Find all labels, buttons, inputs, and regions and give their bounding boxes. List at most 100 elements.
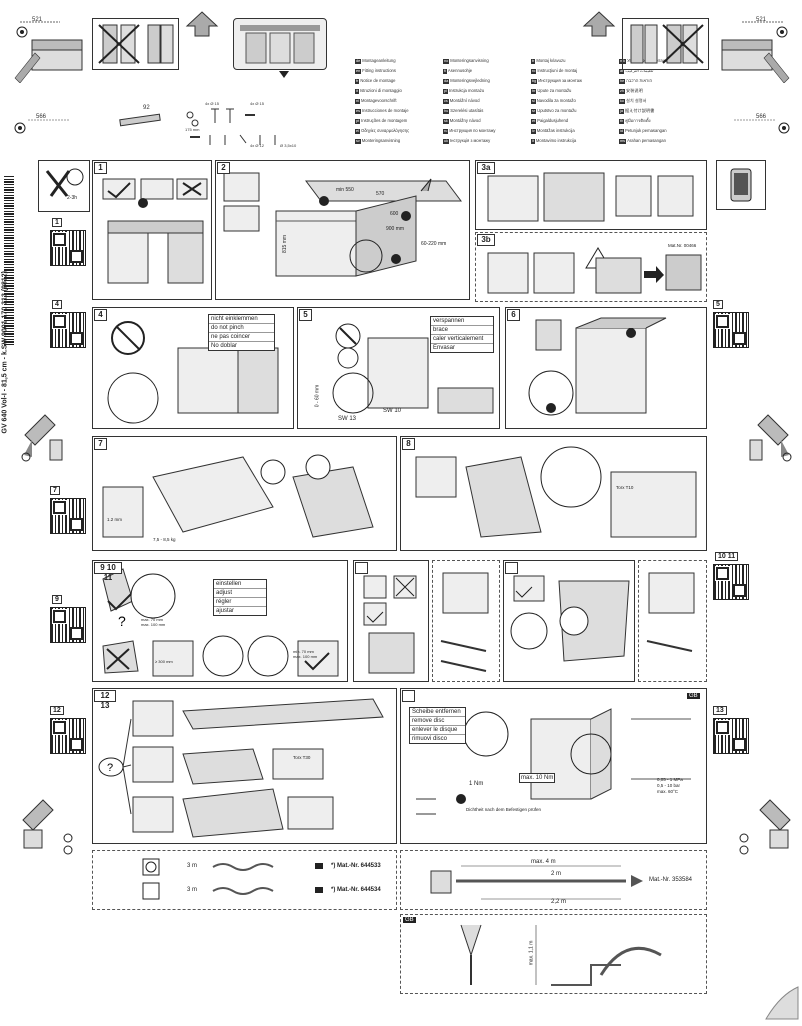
step2-dim-570: 570 bbox=[376, 191, 385, 197]
hose-max-length: max. 4 m bbox=[531, 859, 556, 865]
panel-number-12: 12 13 bbox=[94, 690, 116, 710]
panel-step-1: 1 bbox=[92, 160, 212, 300]
language-title: Montavimo instrukcija bbox=[535, 138, 577, 143]
top-left-cabinet-diagram: 521 bbox=[10, 8, 90, 84]
language-code: ja bbox=[619, 109, 624, 114]
panel-number-5: 5 bbox=[299, 309, 312, 321]
language-code: sl bbox=[531, 99, 536, 104]
panel-number-8: 8 bbox=[402, 438, 415, 450]
qr-code-5[interactable] bbox=[713, 312, 749, 348]
panel-number-4: 4 bbox=[94, 309, 107, 321]
temperature-max: max. 60°C bbox=[657, 789, 679, 794]
remove-line-de: Scheibe entfernen bbox=[410, 708, 465, 717]
language-title: הוראות הרכבה bbox=[626, 78, 653, 83]
svg-text:?: ? bbox=[107, 762, 113, 774]
panel-number-7: 7 bbox=[94, 438, 107, 450]
panel-number-11 bbox=[505, 562, 518, 574]
qr-code-1011[interactable] bbox=[713, 564, 749, 600]
step2-dim-min550: min 550 bbox=[336, 187, 354, 193]
step9-dim300: ≥ 300 mm bbox=[155, 659, 173, 664]
drill-bottom-left-icon bbox=[18, 790, 83, 860]
brace-option-fr: caler verticalement bbox=[431, 335, 493, 344]
language-code: tr bbox=[531, 59, 536, 64]
language-title: Montaj kılavuzu bbox=[536, 58, 566, 63]
torque-label: 1 Nm bbox=[469, 781, 484, 787]
qr-label-1: 1 bbox=[52, 218, 62, 227]
gb2-badge: GB bbox=[403, 917, 416, 923]
language-code: id bbox=[619, 129, 624, 134]
gb-drain-panel: GB max. 1,1 m bbox=[400, 914, 707, 994]
drill-right-icon bbox=[728, 395, 793, 475]
panel-step-6: 6 bbox=[505, 307, 707, 429]
language-code: da bbox=[443, 79, 450, 84]
qr-label-5: 5 bbox=[713, 300, 723, 309]
language-code: hr bbox=[531, 89, 537, 94]
qr-label-1011: 10 11 bbox=[715, 552, 739, 561]
language-code: lv bbox=[531, 129, 536, 134]
timer-label: 2-3h bbox=[67, 195, 78, 201]
qr-code-1[interactable] bbox=[50, 230, 86, 266]
language-title: Montagevoorschrift bbox=[360, 98, 397, 103]
panel-step-3b: 3b Mat.Nr. 00466 bbox=[475, 232, 707, 302]
qr-code-678[interactable] bbox=[50, 498, 86, 534]
language-title: Instrucţiuni de montaj bbox=[537, 68, 578, 73]
part-dim-175: 175 mm bbox=[185, 127, 200, 132]
barcode bbox=[4, 175, 14, 345]
panel-number-10a bbox=[355, 562, 368, 574]
qr-code-12[interactable] bbox=[50, 718, 86, 754]
panel-step-12: 12 13 ? Torx T30 bbox=[92, 688, 397, 844]
adjust-line-de: einstellen bbox=[214, 580, 266, 589]
panel-step-3a: 3a bbox=[475, 160, 707, 230]
parts-overview: 92 175 mm 4x Ø 15 4x Ø 15 4x Ø 12 Ø 3,5x… bbox=[105, 95, 345, 155]
language-code: zh bbox=[619, 89, 626, 94]
step2-dim-60-220: 60-220 mm bbox=[421, 241, 447, 247]
language-code: et bbox=[531, 119, 537, 124]
language-title: Інструкція з монтажу bbox=[450, 138, 491, 143]
product-code-vertical: GV 640 Vol-I - 81,5 cm - k.SW 9001 170 3… bbox=[1, 270, 9, 434]
remove-line-it: rimuovi disco bbox=[412, 736, 448, 742]
sw10-label: SW 10 bbox=[383, 408, 402, 414]
panel-number-13 bbox=[402, 690, 415, 702]
part-dim-d: Ø 3,5x10 bbox=[280, 143, 297, 148]
cable2-length: 3 m bbox=[187, 887, 198, 893]
page-curl-corner bbox=[760, 985, 800, 1026]
dim-521-right: 521 bbox=[756, 17, 767, 23]
panel-step-10-left bbox=[353, 560, 429, 682]
drill-left-icon bbox=[20, 395, 85, 475]
max-torque-label: max. 10 Nm bbox=[519, 773, 556, 783]
dim-521-left: 521 bbox=[32, 17, 43, 23]
qr-label-13: 13 bbox=[713, 706, 727, 715]
qr-code-4[interactable] bbox=[50, 312, 86, 348]
up-arrow-right-icon bbox=[582, 10, 616, 43]
language-code: fi bbox=[443, 69, 447, 74]
qr-label-9: 9 bbox=[52, 595, 62, 604]
language-title: Monteringsvejledning bbox=[450, 78, 490, 83]
language-code: th bbox=[619, 119, 625, 124]
qr-code-9[interactable] bbox=[50, 607, 86, 643]
warning-line-es: No doblar bbox=[211, 343, 238, 349]
step2-dim-815: 815 mm bbox=[282, 234, 289, 254]
step8-torx: Torx T10 bbox=[616, 485, 634, 490]
part-dim-b: 4x Ø 15 bbox=[250, 101, 265, 106]
warning-box: nicht einklemmen do not pinch ne pas coi… bbox=[208, 314, 275, 351]
panel-step-9: 9 10 11 ? einstellen adjust régler ajust… bbox=[92, 560, 348, 682]
language-code: ru bbox=[443, 129, 449, 134]
language-code: fr bbox=[355, 79, 360, 84]
leak-check-note: Dichtheit nach dem Befestigen prüfen bbox=[466, 807, 542, 812]
qr-code-13[interactable] bbox=[713, 718, 749, 754]
